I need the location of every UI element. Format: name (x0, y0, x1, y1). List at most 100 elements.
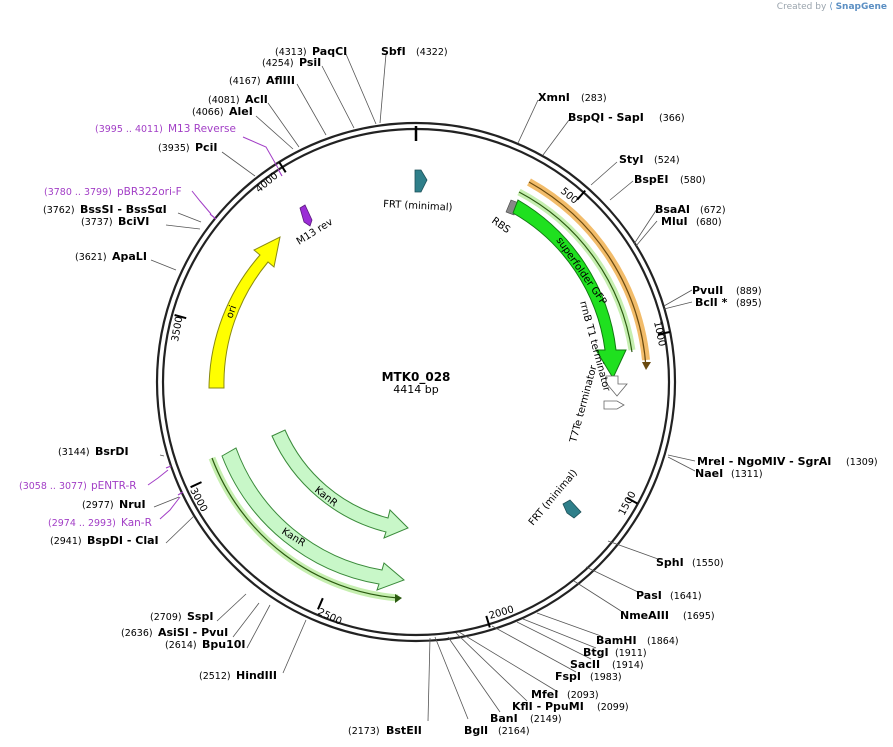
site-mrei: MreI - NgoMIV - SgrAI (1309) (697, 455, 878, 468)
site-bspei: BspEI (580) (634, 173, 706, 186)
site-apali: (3621) ApaLI (75, 250, 147, 263)
site-position: (1864) (647, 636, 679, 647)
site-position: (2149) (530, 714, 562, 725)
highlight-edge (528, 181, 647, 369)
site-btgi: BtgI (1911) (583, 646, 647, 659)
site-name: XmnI (538, 91, 570, 104)
site-sbfi: SbfI (4322) (381, 45, 448, 58)
site-hindiii: (2512) HindIII (199, 669, 277, 682)
site-name: BglI (464, 724, 488, 737)
tick-label: 1500 (617, 490, 639, 518)
tick-label: 3500 (170, 316, 185, 343)
site-name: PasI (636, 589, 662, 602)
tick-label: 4000 (254, 171, 281, 196)
primer-kan-r: (2974 .. 2993) Kan-R (48, 517, 152, 529)
site-pvuii: PvuII (889) (692, 284, 762, 297)
site-name: AleI (229, 105, 253, 118)
site-position: (1641) (670, 591, 702, 602)
feature-label-frt-2: FRT (minimal) (527, 468, 580, 528)
primer-name: Kan-R (121, 517, 152, 529)
site-position: (366) (659, 113, 685, 124)
site-name: BanI (490, 712, 518, 725)
site-position: (895) (736, 298, 762, 309)
snapgene-credit: Created by ⟨ SnapGene (777, 2, 887, 12)
site-name: AsiSI - PvuI (158, 626, 228, 639)
feature-label-ori: ori (224, 304, 239, 320)
site-sspi: (2709) SspI (150, 610, 213, 623)
kanr-arrow-outer (221, 447, 405, 591)
frt-arrow (414, 169, 428, 193)
site-position: (2709) (150, 612, 182, 623)
primer-leader (191, 190, 212, 215)
site-name: BstEII (386, 724, 422, 737)
site-position: (1309) (846, 457, 878, 468)
site-position: (3762) (43, 205, 75, 216)
plasmid-length: 4414 bp (393, 383, 438, 396)
primer-name: pBR322ori-F (117, 186, 182, 198)
site-paqci: (4313) PaqCI (275, 45, 347, 58)
site-name: SbfI (381, 45, 406, 58)
site-bsrdi: (3144) BsrDI (58, 445, 129, 458)
site-position: (3737) (81, 217, 113, 228)
site-alei: (4066) AleI (192, 105, 253, 118)
site-position: (1983) (590, 672, 622, 683)
site-position: (580) (680, 175, 706, 186)
site-position: (4081) (208, 95, 240, 106)
site-name: KflI - PpuMI (512, 700, 584, 713)
site-position: (4322) (416, 47, 448, 58)
site-position: (1695) (683, 611, 715, 622)
site-name: PciI (195, 141, 217, 154)
site-position: (680) (696, 217, 722, 228)
site-styi: StyI (524) (619, 153, 680, 166)
site-position: (2173) (348, 726, 380, 737)
site-position: (1311) (731, 469, 763, 480)
feature-label-t7te: T7Te terminator (568, 363, 600, 444)
primer-leader (242, 136, 279, 169)
primer-pentr-r: (3058 .. 3077) pENTR-R (19, 480, 137, 492)
site-name: ApaLI (112, 250, 147, 263)
site-nrui: (2977) NruI (82, 498, 146, 511)
site-bani: BanI (2149) (490, 712, 562, 725)
site-psii: (4254) PsiI (262, 56, 321, 69)
site-position: (4066) (192, 107, 224, 118)
site-bsaai: BsaAI (672) (655, 203, 726, 216)
site-pasi: PasI (1641) (636, 589, 702, 602)
site-xmni: XmnI (283) (538, 91, 607, 104)
site-bamhi: BamHI (1864) (596, 634, 679, 647)
site-name: PvuII (692, 284, 723, 297)
highlight-arrowhead (642, 362, 651, 370)
site-position: (672) (700, 205, 726, 216)
tick-label: 2500 (316, 607, 344, 628)
site-mlui: MluI (680) (661, 215, 722, 228)
backbone-outer (155, 121, 677, 643)
site-bcivi: (3737) BciVI (81, 215, 149, 228)
site-name: MluI (661, 215, 688, 228)
site-naei: NaeI (1311) (695, 467, 763, 480)
site-position: (1911) (615, 648, 647, 659)
terminator-t7te-arrow (603, 400, 625, 410)
site-position: (283) (581, 93, 607, 104)
site-name: StyI (619, 153, 643, 166)
site-name: MfeI (531, 688, 558, 701)
site-name: BspQI - SapI (568, 111, 644, 124)
tick-label: 1000 (651, 320, 667, 347)
site-fspi: FspI (1983) (555, 670, 622, 683)
site-position: (2093) (567, 690, 599, 701)
site-sphi: SphI (1550) (656, 556, 724, 569)
site-kfli: KflI - PpuMI (2099) (512, 700, 629, 713)
gfp-highlight-edge (518, 191, 633, 353)
plasmid-name: MTK0_028 (382, 370, 451, 385)
site-acli: (4081) AclI (208, 93, 268, 106)
site-position: (4254) (262, 58, 294, 69)
site-name: BclI * (695, 296, 728, 309)
feature-label-frt: FRT (minimal) (383, 199, 453, 214)
site-aflIII: (4167) AflIII (229, 74, 295, 87)
kanr-highlight-arrowhead (395, 594, 402, 603)
snapgene-logo-icon: ⟨ (829, 2, 833, 12)
site-name: NaeI (695, 467, 723, 480)
frt-arrow-2 (562, 499, 582, 519)
site-name: BspEI (634, 173, 668, 186)
site-name: HindIII (236, 669, 277, 682)
site-pcii: (3935) PciI (158, 141, 217, 154)
